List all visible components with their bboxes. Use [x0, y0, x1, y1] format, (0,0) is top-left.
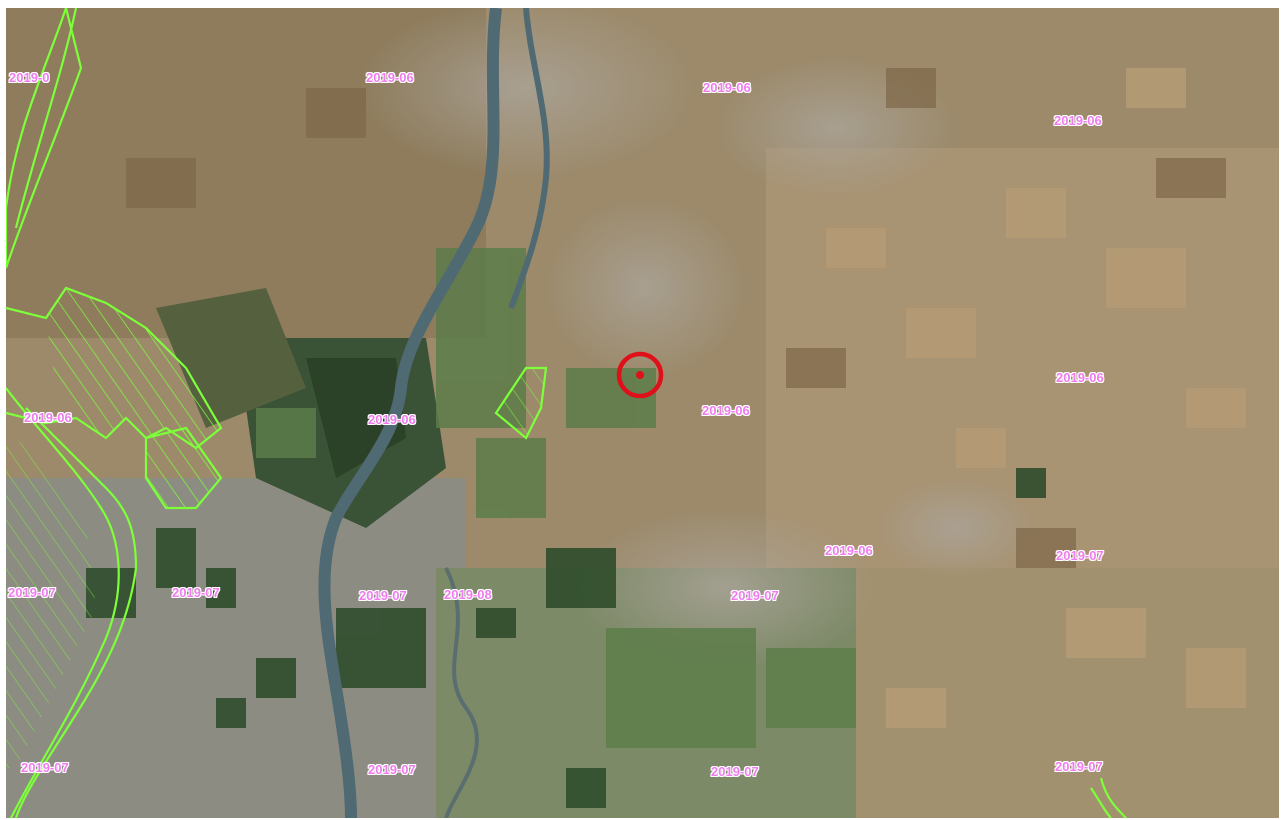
acquisition-date-label: 2019-06: [368, 412, 416, 427]
river-layer: [318, 8, 550, 818]
acquisition-date-label: 2019-06: [703, 80, 751, 95]
acquisition-date-label: 2019-07: [731, 588, 779, 603]
acquisition-date-label: 2019-07: [1055, 759, 1103, 774]
acquisition-date-label: 2019-06: [1054, 113, 1102, 128]
terrain-layer: [6, 8, 1279, 818]
satellite-map[interactable]: 2019-0 2019-06 2019-06 2019-06 2019-06 2…: [6, 8, 1279, 818]
acquisition-date-label: 2019-08: [444, 587, 492, 602]
target-circle-icon[interactable]: [616, 351, 664, 399]
hatched-protected-areas: [6, 288, 546, 768]
acquisition-date-label: 2019-06: [1056, 370, 1104, 385]
acquisition-date-label: 2019-07: [368, 762, 416, 777]
acquisition-date-label: 2019-07: [1056, 548, 1104, 563]
acquisition-date-label: 2019-06: [24, 410, 72, 425]
satellite-imagery-canvas[interactable]: [6, 8, 1279, 818]
acquisition-date-label: 2019-07: [21, 760, 69, 775]
acquisition-date-label: 2019-06: [366, 70, 414, 85]
acquisition-date-label: 2019-07: [8, 585, 56, 600]
acquisition-date-label: 2019-06: [702, 403, 750, 418]
acquisition-date-label: 2019-06: [825, 543, 873, 558]
acquisition-date-label: 2019-07: [172, 585, 220, 600]
acquisition-date-label: 2019-07: [359, 588, 407, 603]
acquisition-date-label: 2019-0: [9, 70, 50, 85]
acquisition-date-label: 2019-07: [711, 764, 759, 779]
